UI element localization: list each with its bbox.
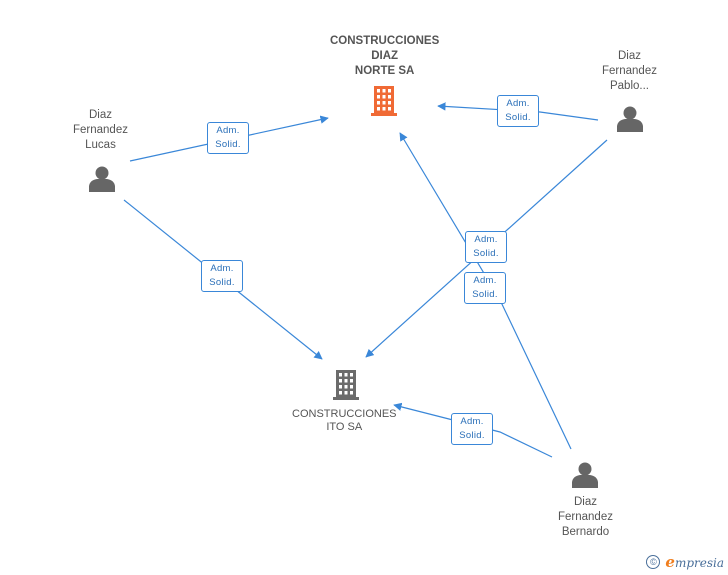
person-name-bernardo-line: Fernandez: [558, 511, 613, 523]
person-name-bernardo-line: Diaz: [573, 496, 597, 508]
relation-badge-line: Solid.: [459, 430, 485, 441]
relation-badge-line: Solid.: [209, 277, 235, 288]
relation-badge-line: Adm.: [474, 234, 498, 245]
person-name-pablo-line: Diaz: [617, 50, 641, 62]
relation-badge-line: Adm.: [506, 98, 530, 109]
person-icon-lucas[interactable]: [89, 166, 115, 193]
person-name-lucas-line: Diaz: [88, 109, 112, 121]
relation-badge-bernardo-norte[interactable]: Adm. Solid.: [465, 231, 507, 263]
relation-badge-pablo-ito[interactable]: Adm. Solid.: [464, 272, 506, 304]
relation-badge-line: Solid.: [215, 139, 241, 150]
company-name-ito-line: ITO SA: [326, 421, 363, 433]
relation-badge-line: Adm.: [473, 275, 497, 286]
relation-badge-line: Adm.: [216, 125, 240, 136]
relation-badge-lucas-ito[interactable]: Adm. Solid.: [201, 260, 243, 292]
relation-badge-line: Solid.: [473, 248, 499, 259]
relation-badge-line: Adm.: [210, 263, 234, 274]
person-name-lucas-line: Fernandez: [73, 124, 128, 136]
person-icon-pablo[interactable]: [617, 106, 643, 133]
company-name-norte-line: NORTE SA: [354, 65, 415, 77]
relation-badge-lucas-norte[interactable]: Adm. Solid.: [207, 122, 249, 154]
person-name-pablo-line: Fernandez: [602, 65, 657, 77]
copyright-icon: ©: [646, 555, 661, 569]
relation-badge-bernardo-ito[interactable]: Adm. Solid.: [451, 413, 493, 445]
relation-badge-line: Solid.: [505, 112, 531, 123]
relation-badge-pablo-norte[interactable]: Adm. Solid.: [497, 95, 539, 127]
footer-brand: © empresia: [646, 553, 724, 571]
edge-bernardo-to-ito: [393, 402, 553, 458]
person-name-pablo-line: Pablo...: [609, 80, 649, 92]
company-name-norte: CONSTRUCCIONES DIAZ NORTE SA: [330, 34, 439, 79]
person-name-lucas-line: Lucas: [85, 139, 116, 151]
building-icon-norte[interactable]: [371, 86, 397, 116]
company-name-ito-line: CONSTRUCCIONES: [292, 408, 397, 420]
relation-badge-line: Solid.: [472, 289, 498, 300]
company-name-norte-line: DIAZ: [371, 50, 399, 62]
company-name-norte-line: CONSTRUCCIONES: [330, 35, 440, 47]
relation-badge-line: Adm.: [460, 416, 484, 427]
building-icon-ito[interactable]: [333, 370, 359, 400]
edge-pablo-to-norte: [437, 102, 599, 121]
empresia-logo: empresia: [665, 553, 724, 571]
person-icon-bernardo[interactable]: [572, 462, 598, 489]
person-name-bernardo-line: Bernardo: [561, 526, 610, 538]
